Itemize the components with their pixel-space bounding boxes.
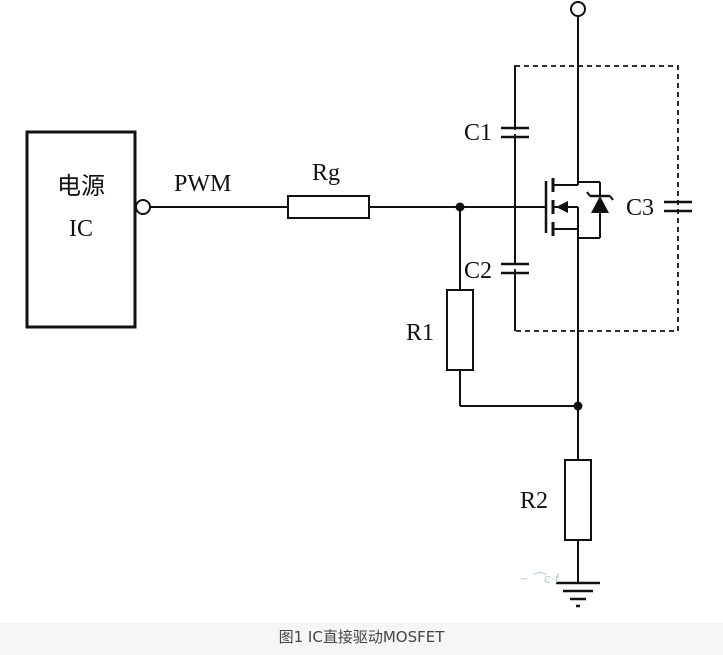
r1-label: R1 <box>406 320 434 346</box>
c1-label: C1 <box>464 120 492 146</box>
resistor-r1 <box>446 289 474 371</box>
schematic-canvas: 电源 IC PWM Rg R1 C1 C2 C3 <box>25 1 692 608</box>
resistor-r2 <box>564 459 592 541</box>
power-ic-block <box>25 130 137 329</box>
r2-label: R2 <box>520 488 548 514</box>
mosfet-symbol <box>544 178 614 406</box>
c2-label: C2 <box>464 258 492 284</box>
watermark: ~ ⌒c·f <box>520 571 560 586</box>
figure-caption: 图1 IC直接驱动MOSFET <box>278 628 445 646</box>
pwm-output-pin <box>135 199 151 215</box>
ground-icon <box>556 581 600 608</box>
rg-label: Rg <box>312 160 340 186</box>
ic-label-line1: 电源 <box>57 173 105 200</box>
circuit-diagram: 电源 IC PWM Rg R1 C1 C2 C3 <box>25 1 692 608</box>
c3-label: C3 <box>626 195 654 221</box>
pwm-label: PWM <box>174 171 231 197</box>
drain-terminal <box>570 1 586 17</box>
resistor-rg <box>287 195 370 219</box>
ic-label-line2: IC <box>69 216 93 242</box>
